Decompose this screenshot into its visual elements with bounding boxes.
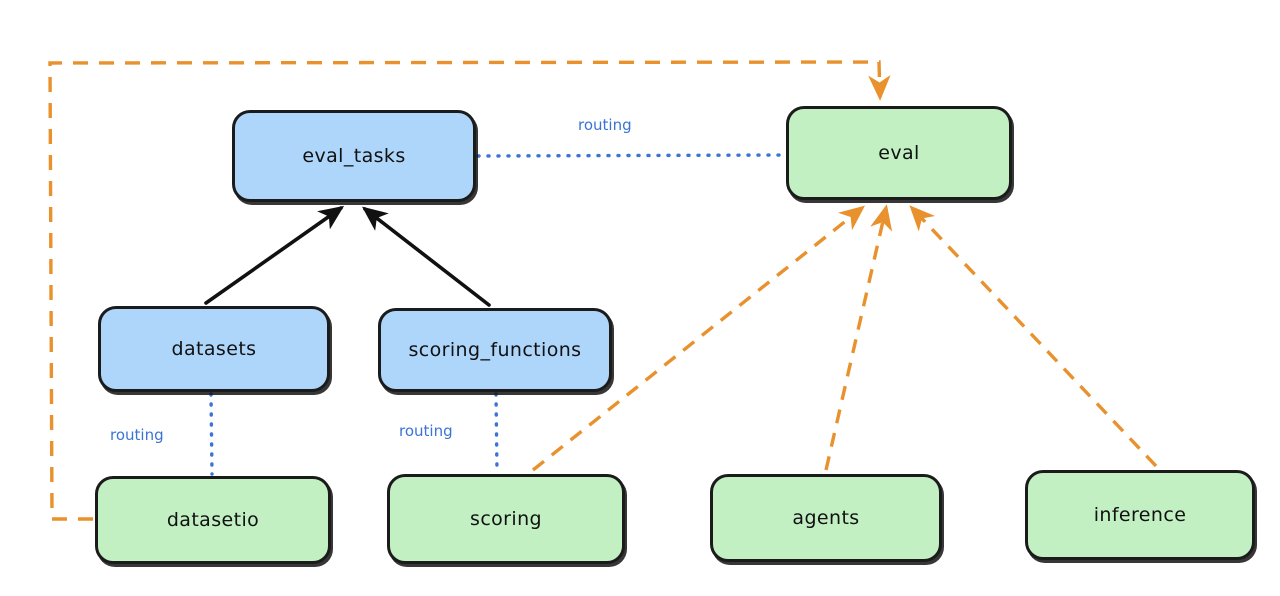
node-label-datasetio: datasetio bbox=[166, 509, 260, 531]
node-label-datasets: datasets bbox=[171, 338, 257, 360]
edge-datasets-to-eval_tasks bbox=[204, 205, 345, 305]
node-label-agents: agents bbox=[792, 507, 860, 529]
edge-label-routing-datasets: routing bbox=[110, 426, 164, 444]
edge-inference-to-eval bbox=[909, 205, 1158, 468]
node-datasets[interactable]: datasets bbox=[98, 306, 330, 392]
node-label-eval-tasks: eval_tasks bbox=[302, 145, 406, 167]
edge-eval_tasks-to-eval bbox=[476, 153, 786, 158]
edge-scoring_functions-to-eval_tasks bbox=[362, 206, 491, 307]
node-label-scoring: scoring bbox=[470, 508, 542, 530]
edge-datasetio-to-eval bbox=[48, 60, 891, 521]
node-datasetio[interactable]: datasetio bbox=[95, 476, 331, 564]
edge-scoring_functions-to-scoring bbox=[494, 392, 499, 474]
node-eval[interactable]: eval bbox=[786, 106, 1012, 200]
node-label-eval: eval bbox=[878, 142, 920, 164]
edge-agents-to-eval bbox=[824, 204, 893, 471]
node-label-inference: inference bbox=[1093, 504, 1187, 526]
node-inference[interactable]: inference bbox=[1025, 470, 1255, 560]
edge-datasets-to-datasetio bbox=[209, 392, 214, 476]
edge-label-routing-scoring: routing bbox=[399, 422, 453, 440]
node-eval-tasks[interactable]: eval_tasks bbox=[232, 110, 476, 202]
node-scoring[interactable]: scoring bbox=[387, 474, 625, 564]
node-label-scoring-functions: scoring_functions bbox=[408, 339, 582, 361]
node-scoring-functions[interactable]: scoring_functions bbox=[378, 308, 612, 392]
edge-label-routing-eval: routing bbox=[578, 116, 632, 134]
node-agents[interactable]: agents bbox=[710, 474, 942, 562]
